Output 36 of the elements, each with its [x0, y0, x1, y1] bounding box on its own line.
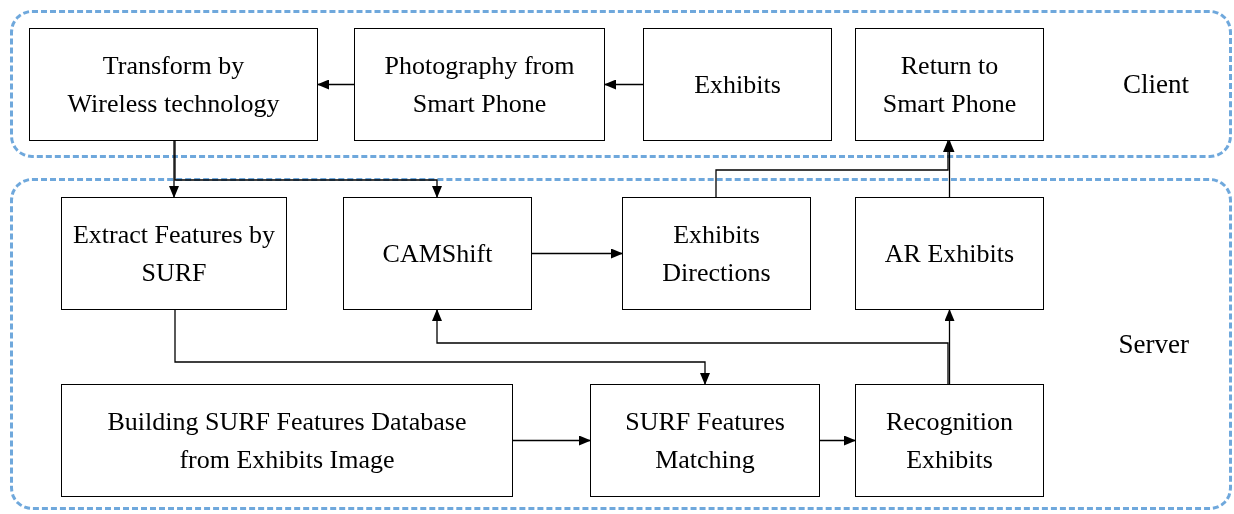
process-box — [29, 28, 318, 141]
group-region — [10, 10, 1232, 158]
arrow — [512, 435, 591, 446]
process-box — [354, 28, 605, 141]
box-text: AR Exhibits — [884, 237, 1015, 270]
box-text: Exhibits Directions — [661, 218, 772, 289]
box-text: Building SURF Features Database from Exhibits Image — [106, 405, 468, 476]
process-box — [61, 384, 513, 497]
process-box — [855, 384, 1044, 497]
box-text: Photography from Smart Phone — [383, 49, 576, 120]
box-text: CAMShift — [382, 237, 493, 270]
process-box — [61, 197, 287, 310]
process-box — [643, 28, 832, 141]
box-text: Return to Smart Phone — [881, 49, 1018, 120]
arrow — [174, 140, 442, 198]
group-label: Client — [1123, 68, 1189, 100]
group-region — [10, 178, 1232, 510]
box-text: Extract Features by SURF — [71, 218, 277, 289]
process-box — [855, 197, 1044, 310]
arrow — [169, 140, 179, 198]
group-label: Server — [1118, 328, 1189, 360]
box-text: Exhibits — [694, 68, 781, 101]
arrow — [531, 248, 623, 259]
process-box — [590, 384, 820, 497]
arrow — [604, 79, 644, 90]
box-text: Recognition Exhibits — [884, 405, 1015, 476]
arrow — [174, 309, 710, 385]
arrow — [432, 309, 949, 385]
process-box — [343, 197, 532, 310]
process-box — [622, 197, 811, 310]
arrow — [317, 79, 355, 90]
box-text: SURF Features Matching — [624, 405, 786, 476]
arrow — [819, 435, 856, 446]
box-text: Transform by Wireless technology — [66, 49, 281, 120]
process-box — [855, 28, 1044, 141]
arrow — [944, 309, 955, 385]
